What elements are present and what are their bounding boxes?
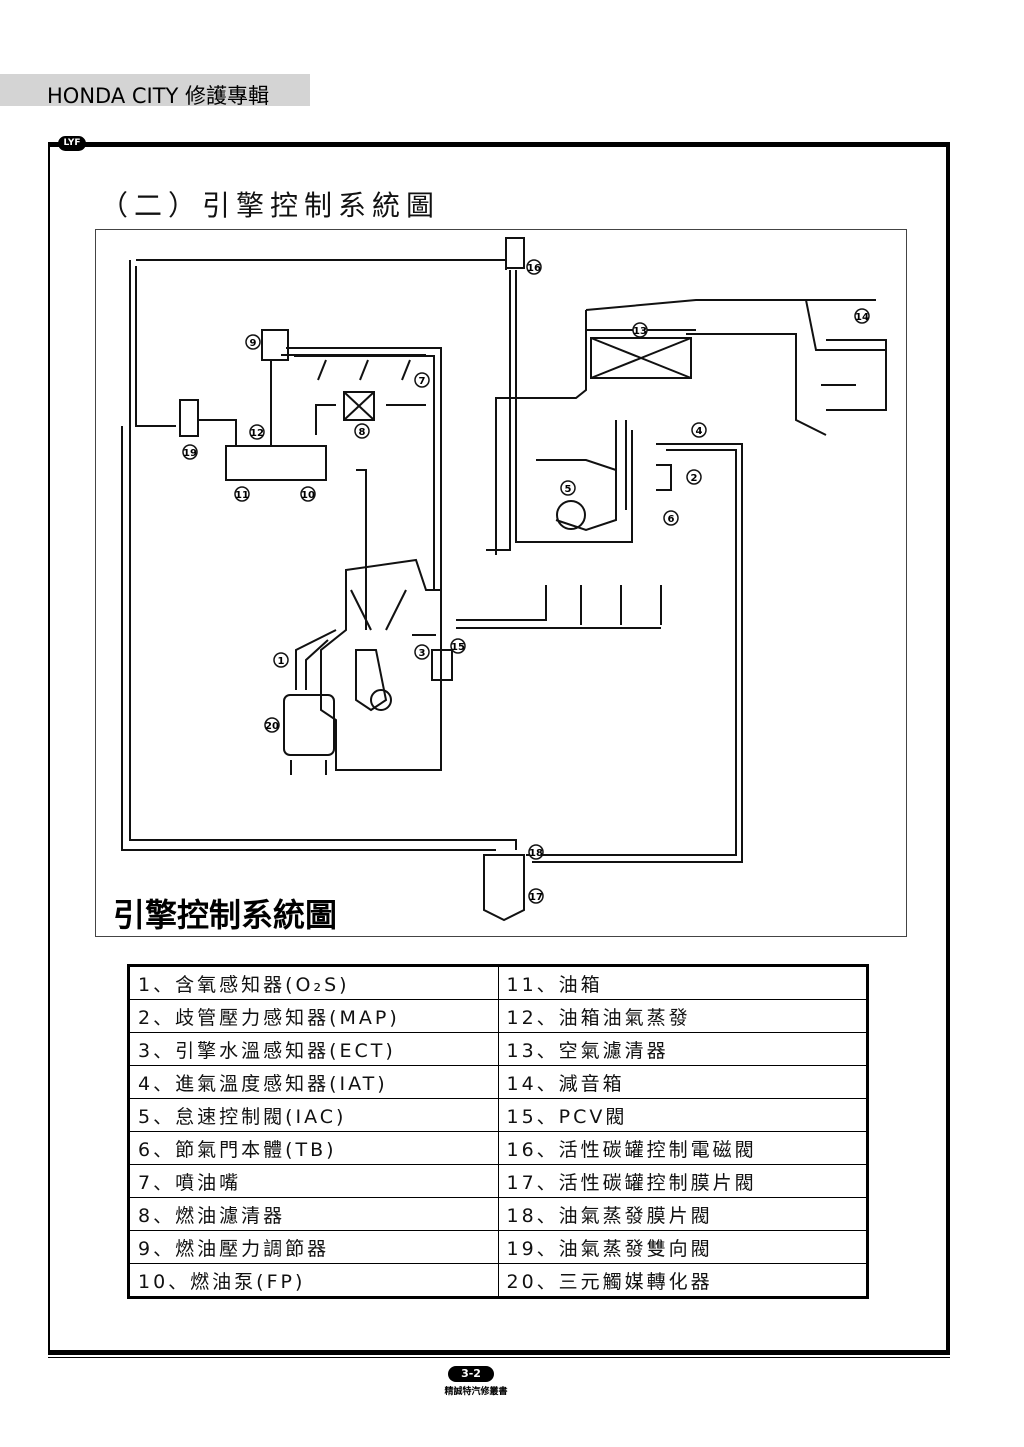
top-rule <box>48 142 950 147</box>
legend-row: 4、進氣溫度感知器(IAT)14、減音箱 <box>128 1065 868 1099</box>
legend-cell-right: 19、油氣蒸發雙向閥 <box>497 1230 868 1264</box>
callout-20: 20 <box>265 721 279 732</box>
legend-cell-left: 9、燃油壓力調節器 <box>128 1230 499 1264</box>
callout-1: 1 <box>278 656 285 667</box>
publisher-brand: 精誠特汽修叢書 <box>444 1387 508 1397</box>
callout-9: 9 <box>250 338 257 349</box>
legend-cell-right: 12、油箱油氣蒸發 <box>497 999 868 1033</box>
diagram-caption: 引擎控制系統圖 <box>113 896 338 934</box>
legend-row: 3、引擎水溫感知器(ECT)13、空氣濾清器 <box>128 1032 868 1066</box>
callout-5: 5 <box>565 484 572 495</box>
callout-18: 18 <box>529 848 543 859</box>
callout-11: 11 <box>235 490 249 501</box>
legend-row: 2、歧管壓力感知器(MAP)12、油箱油氣蒸發 <box>128 999 868 1033</box>
callout-2: 2 <box>691 473 698 484</box>
right-rule <box>946 142 950 1354</box>
legend-cell-left: 6、節氣門本體(TB) <box>128 1131 499 1165</box>
publisher-badge: LYF <box>58 136 86 151</box>
legend-cell-right: 13、空氣濾清器 <box>497 1032 868 1066</box>
left-rule <box>48 142 50 1354</box>
callout-8: 8 <box>359 427 366 438</box>
callout-15: 15 <box>451 642 465 653</box>
header-title: HONDA CITY 修護專輯 <box>47 84 270 108</box>
callout-19: 19 <box>183 448 197 459</box>
legend-row: 5、怠速控制閥(IAC)15、PCV閥 <box>128 1098 868 1132</box>
legend-cell-left: 8、燃油濾清器 <box>128 1197 499 1231</box>
legend-cell-left: 5、怠速控制閥(IAC) <box>128 1098 499 1132</box>
callout-17: 17 <box>529 892 543 903</box>
legend-cell-right: 14、減音箱 <box>497 1065 868 1099</box>
legend-row: 1、含氧感知器(O₂S)11、油箱 <box>128 965 868 1000</box>
callout-3: 3 <box>419 648 426 659</box>
callout-4: 4 <box>696 426 703 437</box>
legend-cell-left: 10、燃油泵(FP) <box>128 1263 499 1298</box>
callout-6: 6 <box>668 514 675 525</box>
header-band <box>0 74 310 106</box>
legend-cell-right: 11、油箱 <box>497 965 868 1000</box>
bottom-rule-thin <box>48 1357 950 1358</box>
legend-cell-left: 1、含氧感知器(O₂S) <box>128 965 499 1000</box>
callout-10: 10 <box>301 490 315 501</box>
engine-control-diagram: 1 2 3 4 5 6 7 8 9 10 11 12 13 14 15 16 1… <box>95 229 907 937</box>
callout-13: 13 <box>633 326 647 337</box>
legend-cell-left: 4、進氣溫度感知器(IAT) <box>128 1065 499 1099</box>
callout-7: 7 <box>419 376 426 387</box>
bottom-rule <box>48 1350 950 1355</box>
callout-16: 16 <box>527 263 541 274</box>
legend-row: 6、節氣門本體(TB)16、活性碳罐控制電磁閥 <box>128 1131 868 1165</box>
legend-cell-right: 15、PCV閥 <box>497 1098 868 1132</box>
legend-cell-left: 2、歧管壓力感知器(MAP) <box>128 999 499 1033</box>
legend-cell-right: 16、活性碳罐控制電磁閥 <box>497 1131 868 1165</box>
legend-cell-left: 7、噴油嘴 <box>128 1164 499 1198</box>
callout-14: 14 <box>855 312 869 323</box>
diagram-drawing: 1 2 3 4 5 6 7 8 9 10 11 12 13 14 15 16 1… <box>121 237 887 922</box>
page-number: 3-2 <box>448 1366 494 1382</box>
legend-cell-right: 17、活性碳罐控制膜片閥 <box>497 1164 868 1198</box>
component-legend-table: 1、含氧感知器(O₂S)11、油箱 2、歧管壓力感知器(MAP)12、油箱油氣蒸… <box>127 964 869 1299</box>
callout-12: 12 <box>250 428 264 439</box>
legend-cell-right: 18、油氣蒸發膜片閥 <box>497 1197 868 1231</box>
legend-row: 10、燃油泵(FP)20、三元觸媒轉化器 <box>128 1263 868 1298</box>
legend-cell-right: 20、三元觸媒轉化器 <box>497 1263 868 1298</box>
section-title: （二）引擎控制系統圖 <box>100 189 441 222</box>
legend-cell-left: 3、引擎水溫感知器(ECT) <box>128 1032 499 1066</box>
